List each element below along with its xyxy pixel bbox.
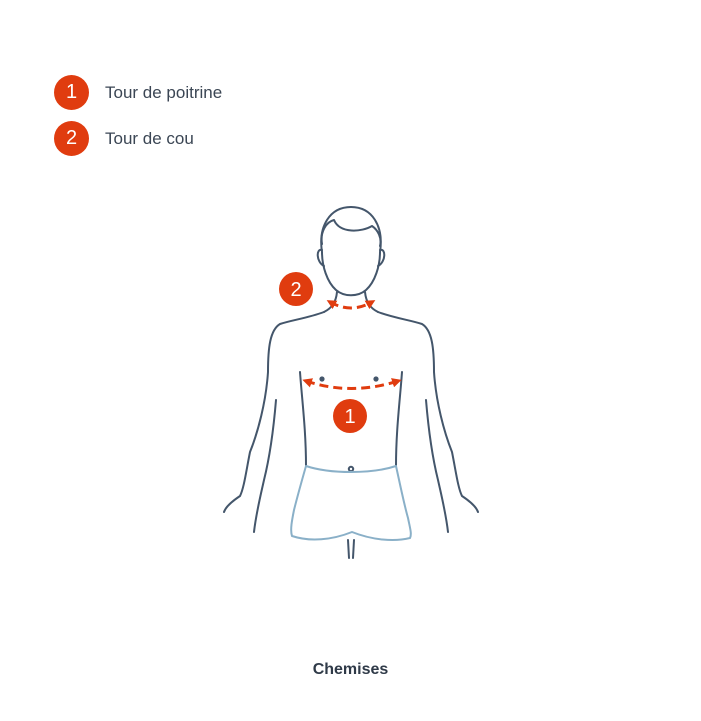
right-nipple: [373, 376, 379, 382]
neck-arrow: [326, 300, 376, 310]
legend-label-chest: Tour de poitrine: [105, 83, 223, 102]
right-leg-stub: [352, 539, 355, 559]
hair-outline: [320, 219, 382, 247]
legend-badge-2: 2: [54, 121, 89, 156]
right-ear-outline: [377, 248, 386, 267]
torso-right-outline: [395, 371, 403, 467]
left-arm-inner-outline: [253, 399, 277, 533]
legend-item-neck: 2 Tour de cou: [54, 121, 314, 156]
navel: [347, 465, 355, 473]
marker-neck: 2: [279, 272, 313, 306]
shorts-outline: [290, 465, 412, 541]
left-leg-stub: [347, 539, 350, 559]
left-arm-outline: [223, 311, 325, 513]
legend-item-chest: 1 Tour de poitrine: [54, 75, 314, 110]
right-arm-outline: [377, 311, 479, 513]
legend-badge-1: 1: [54, 75, 89, 110]
diagram-caption: Chemises: [312, 661, 389, 678]
marker-chest: 1: [333, 399, 367, 433]
marker-chest-number: 1: [344, 406, 355, 428]
body-outline: [223, 206, 479, 559]
marker-neck-number: 2: [290, 279, 301, 301]
right-arm-inner-outline: [425, 399, 449, 533]
torso-left-outline: [299, 371, 307, 467]
head-outline: [320, 206, 382, 297]
left-nipple: [319, 376, 325, 382]
left-ear-outline: [316, 248, 325, 267]
chest-arrow: [302, 378, 402, 390]
measurement-arrows: [302, 300, 402, 390]
legend-label-neck: Tour de cou: [105, 129, 194, 148]
